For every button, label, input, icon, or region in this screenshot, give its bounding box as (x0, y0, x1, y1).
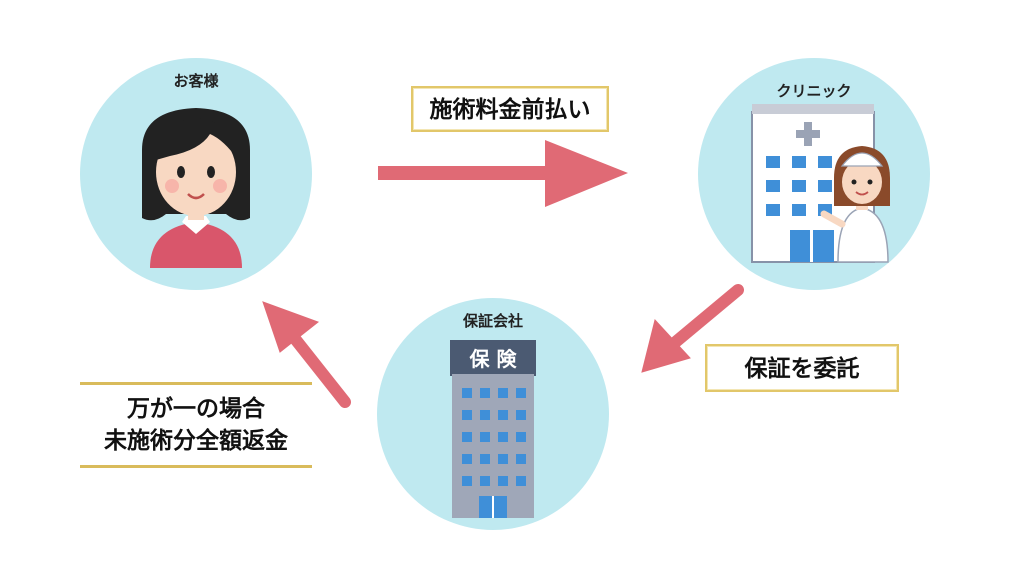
prepayment-label-text: 施術料金前払い (429, 97, 591, 123)
woman-illustration-icon (142, 108, 250, 268)
customer-label: お客様 (173, 72, 219, 90)
guarantee-label-text: 保証を委託 (744, 356, 860, 382)
refund-arrow (262, 301, 351, 408)
insurer-sign-text: 保 険 (469, 347, 518, 371)
refund-label-line2: 未施術分全額返金 (104, 428, 288, 454)
refund-label: 万が一の場合 未施術分全額返金 (80, 382, 312, 468)
prepayment-arrow (378, 140, 628, 207)
guarantee-label: 保証を委託 (705, 344, 899, 392)
guarantee-arrow (641, 284, 744, 373)
hospital-nurse-illustration-icon (751, 104, 890, 263)
refund-label-line1: 万が一の場合 (127, 396, 265, 422)
clinic-label: クリニック (776, 82, 852, 100)
insurer-label: 保証会社 (462, 312, 523, 330)
prepayment-label: 施術料金前払い (411, 86, 609, 132)
insurance-building-icon (450, 340, 536, 518)
